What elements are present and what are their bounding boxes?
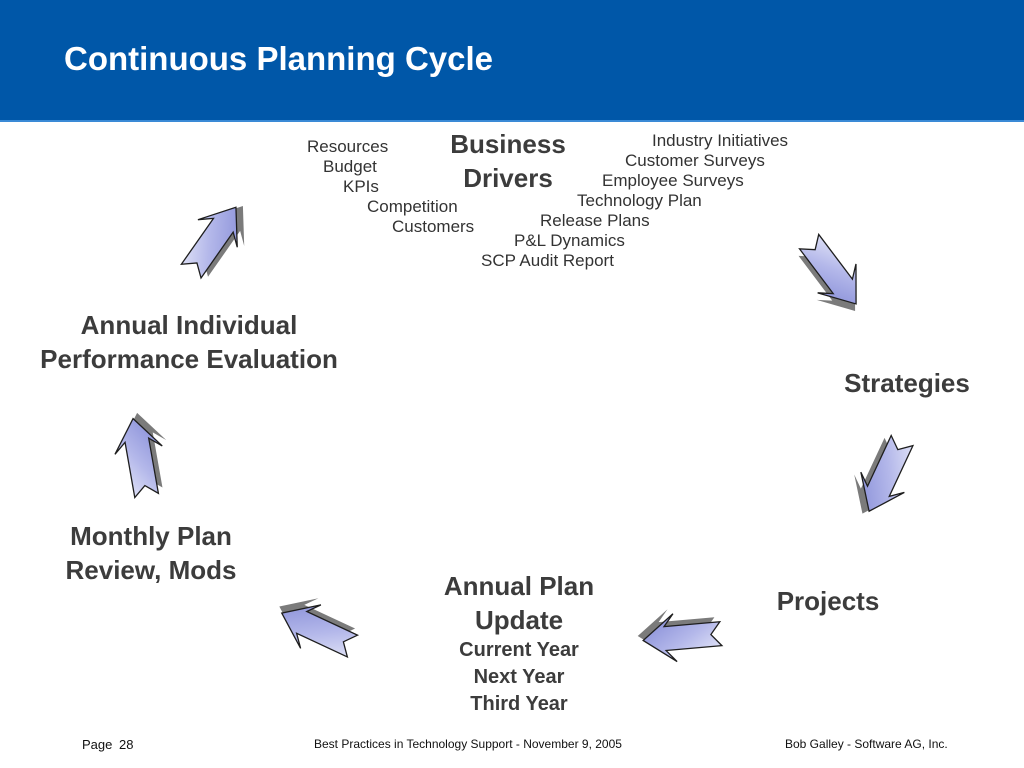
driver-item-resources: Resources: [307, 137, 389, 156]
driver-item-budget: Budget: [323, 157, 377, 176]
driver-item-pl-dynamics: P&L Dynamics: [514, 231, 625, 250]
monthly-plan-node: Monthly Plan Review, Mods: [41, 519, 261, 587]
projects-label: Projects: [776, 586, 880, 616]
page-label: Page: [82, 737, 113, 752]
driver-item-competition: Competition: [367, 197, 458, 216]
projects-node: Projects: [758, 584, 898, 618]
driver-item-release-plans: Release Plans: [540, 211, 650, 230]
arrow-to-business-drivers: [180, 206, 245, 280]
driver-item-industry-initiatives: Industry Initiatives: [652, 131, 789, 150]
slide-title: Continuous Planning Cycle: [64, 40, 494, 77]
annual-plan-line1: Annual Plan: [443, 571, 595, 601]
footer-right-text: Bob Galley - Software AG, Inc.: [785, 737, 948, 751]
business-drivers-line1: Business: [450, 129, 566, 159]
driver-item-customers: Customers: [392, 217, 475, 236]
annual-plan-line2: Update: [474, 605, 564, 635]
monthly-plan-line2: Review, Mods: [65, 555, 237, 585]
page-number: 28: [119, 737, 134, 752]
annual-eval-node: Annual Individual Performance Evaluation: [14, 308, 364, 376]
strategies-node: Strategies: [834, 366, 980, 400]
title-banner: [0, 0, 1024, 122]
page-indicator: Page 28: [82, 737, 134, 752]
monthly-plan-line1: Monthly Plan: [70, 521, 232, 551]
annual-plan-node: Annual Plan Update Current Year Next Yea…: [419, 569, 619, 718]
arrow-to-annual-eval: [114, 412, 167, 499]
footer-center-text: Best Practices in Technology Support - N…: [314, 737, 622, 751]
arrow-to-annual-plan: [637, 609, 724, 663]
arrow-to-strategies: [798, 232, 857, 311]
driver-item-kpis: KPIs: [343, 177, 379, 196]
annual-eval-line1: Annual Individual: [80, 310, 298, 340]
driver-item-customer-surveys: Customer Surveys: [625, 151, 765, 170]
arrow-to-monthly-plan: [279, 598, 360, 659]
driver-item-employee-surveys: Employee Surveys: [602, 171, 744, 190]
annual-plan-third-year: Third Year: [470, 693, 568, 715]
business-drivers-node: Business Drivers: [435, 127, 581, 195]
driver-item-technology-plan: Technology Plan: [577, 191, 702, 210]
business-drivers-line2: Drivers: [463, 163, 553, 193]
arrow-to-projects: [854, 433, 915, 514]
annual-plan-current-year: Current Year: [459, 639, 579, 661]
annual-eval-line2: Performance Evaluation: [40, 344, 338, 374]
annual-plan-next-year: Next Year: [473, 666, 565, 688]
driver-item-scp-audit-report: SCP Audit Report: [481, 251, 614, 270]
strategies-label: Strategies: [844, 368, 970, 398]
